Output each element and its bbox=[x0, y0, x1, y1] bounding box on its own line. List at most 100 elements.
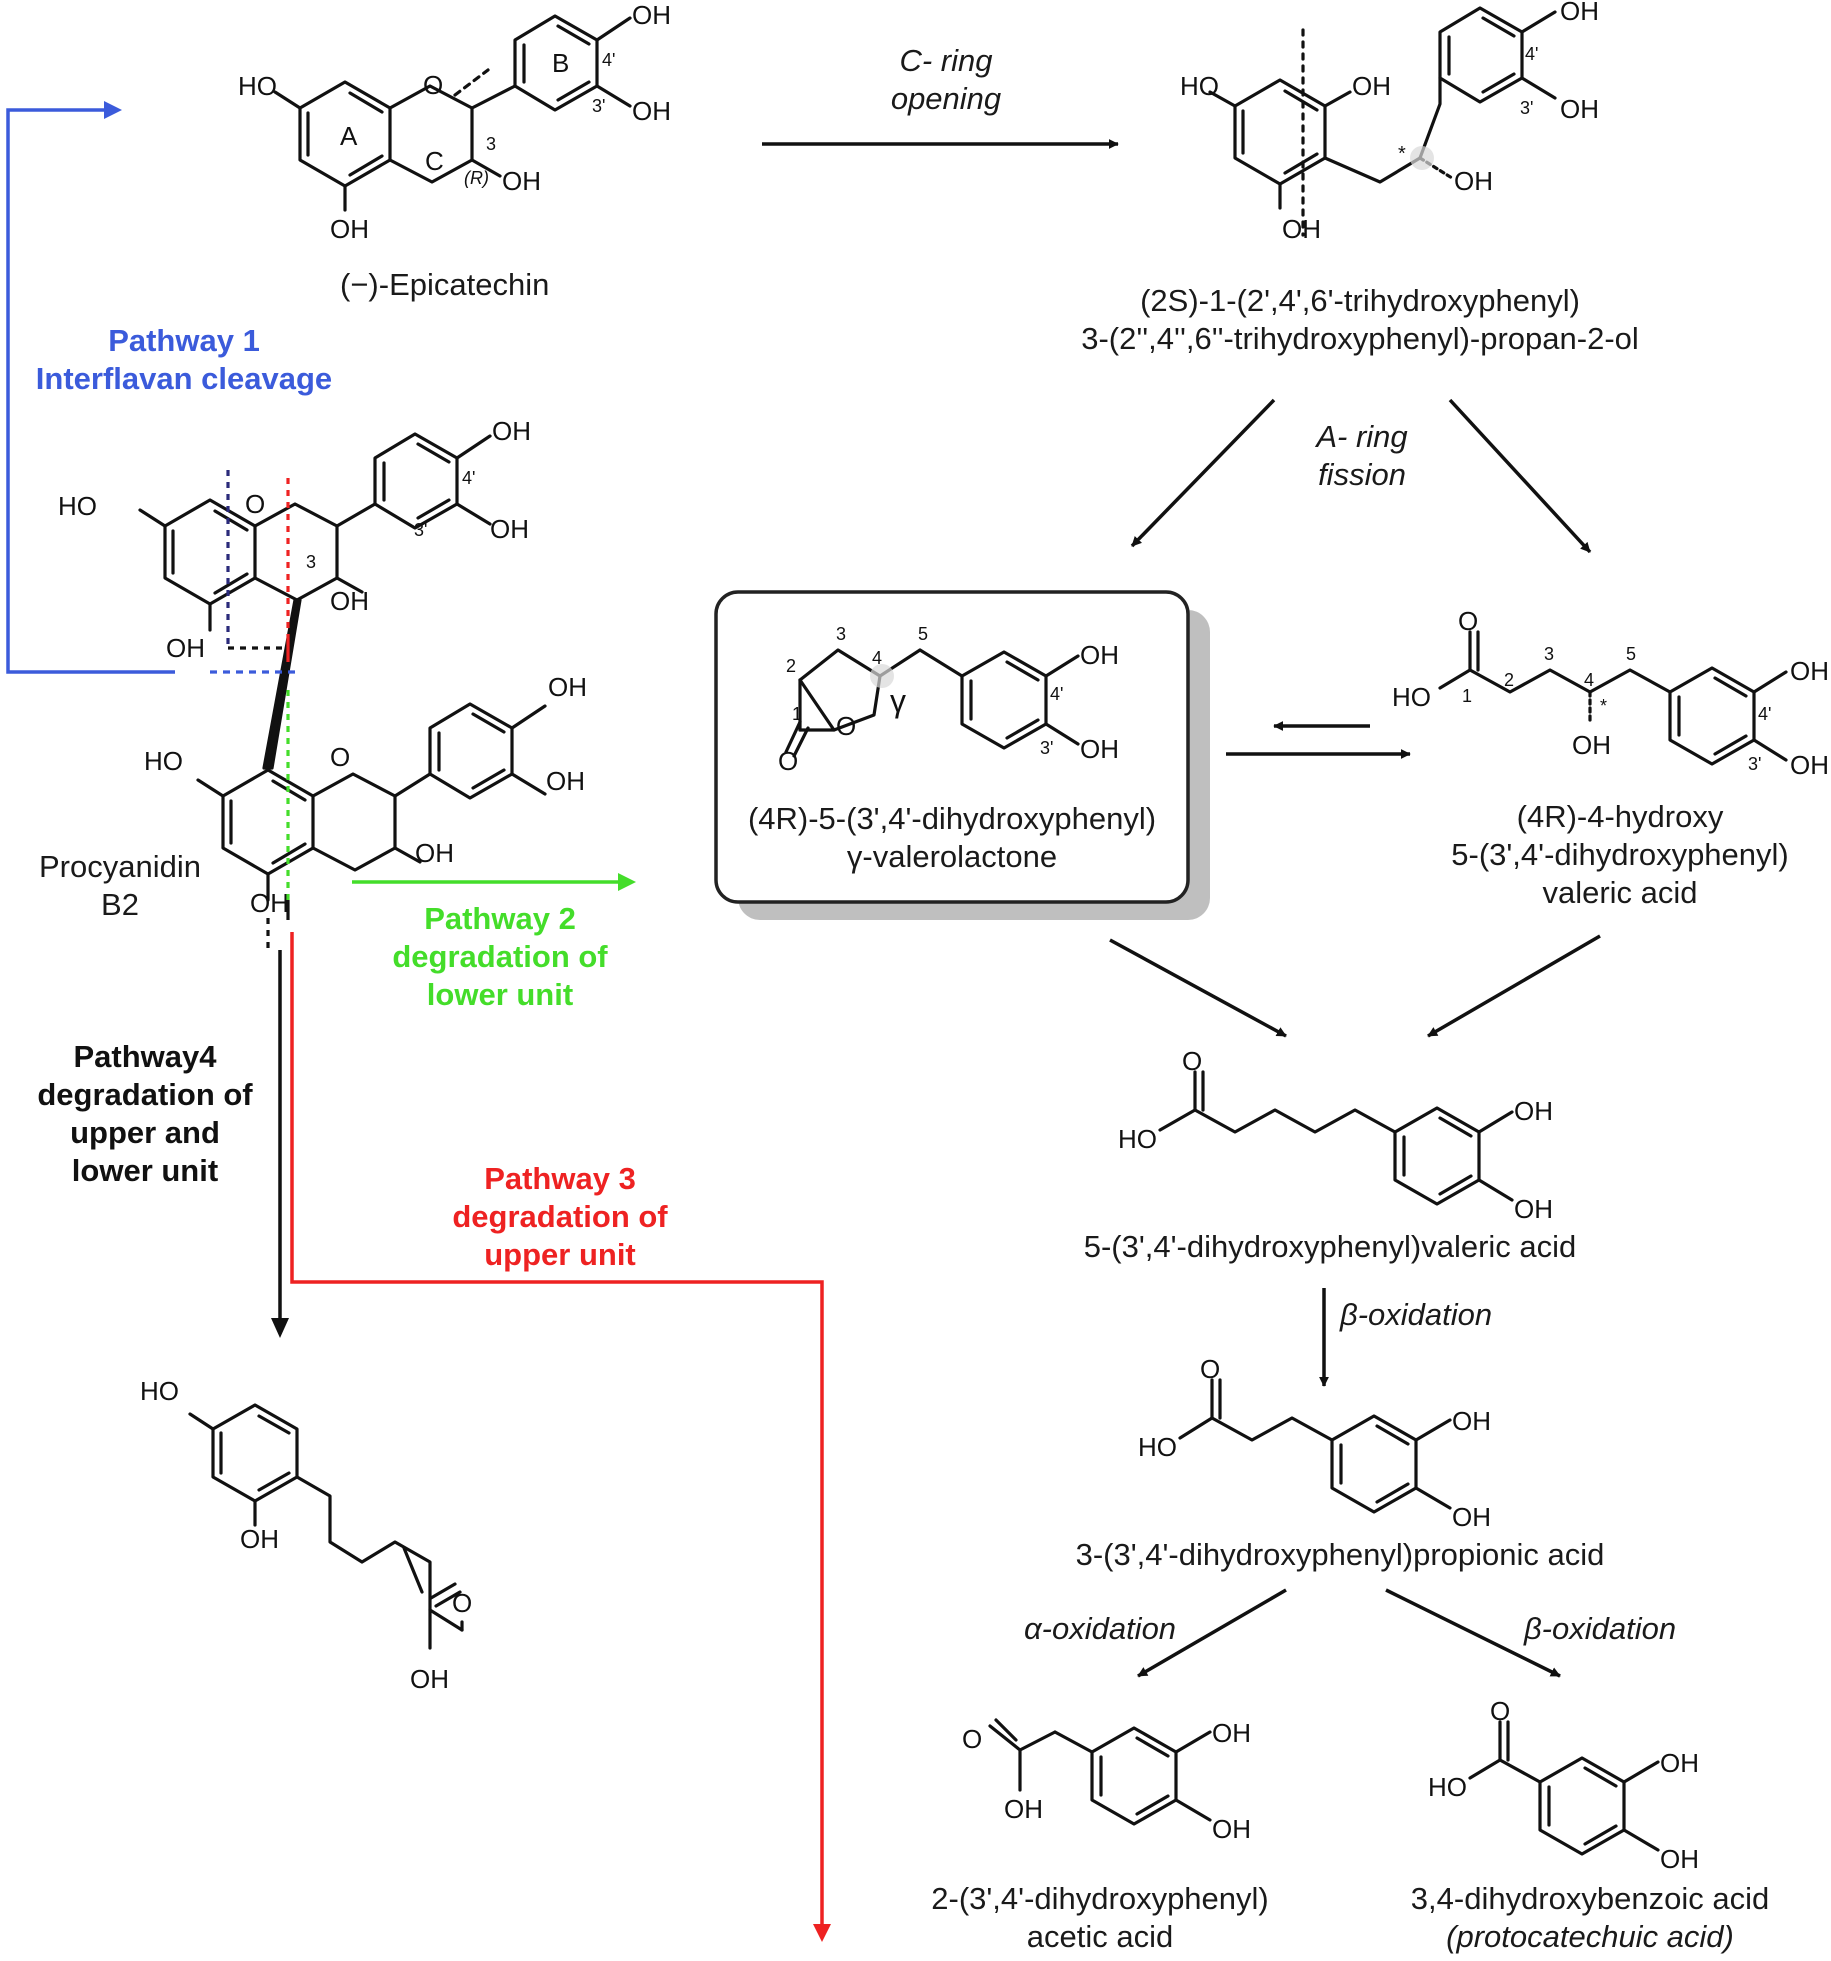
valerolactone-pos-4p: 4' bbox=[1050, 684, 1063, 704]
step-beta-oxidation-2: β-oxidation bbox=[1523, 1611, 1677, 1646]
propanol-labels: HO OH OH OH OH OH 4' 3' * bbox=[1180, 0, 1599, 244]
valeric-ho: HO bbox=[1118, 1124, 1157, 1154]
propanol-pos-4p: 4' bbox=[1525, 44, 1538, 64]
hydroxyvaleric-name-line1: (4R)-4-hydroxy bbox=[1516, 799, 1724, 834]
hydroxyvaleric-oh-4p: OH bbox=[1790, 656, 1829, 686]
epicatechin-ring-a-label: A bbox=[340, 121, 358, 151]
propanol-name-line2: 3-(2'',4'',6''-trihydroxyphenyl)-propan-… bbox=[1081, 321, 1639, 356]
procyanidin-oh-5-upper: OH bbox=[166, 633, 205, 663]
valerolactone-box bbox=[714, 590, 1210, 920]
valeric-name: 5-(3',4'-dihydroxyphenyl)valeric acid bbox=[1083, 1229, 1577, 1264]
propanol-oh-3pp: OH bbox=[1560, 94, 1599, 124]
valerolactone-pos-3p: 3' bbox=[1040, 738, 1053, 758]
benzoic-structure bbox=[1468, 1720, 1660, 1856]
procyanidin-pos-4p-upper: 4' bbox=[462, 468, 475, 488]
procyanidin-oh-3p-lower: OH bbox=[546, 766, 585, 796]
pathway3-label: Pathway 3 degradation of upper unit bbox=[420, 1160, 700, 1274]
step-c-ring-line2: opening bbox=[890, 81, 1002, 116]
pathway1-label-line2: Interflavan cleavage bbox=[35, 361, 333, 396]
epicatechin-o-ring: O bbox=[423, 70, 443, 100]
valerolactone-structure bbox=[784, 648, 1080, 758]
acetic-structure bbox=[988, 1718, 1212, 1826]
arrow-beta-oxidation-2 bbox=[1385, 1588, 1561, 1678]
procyanidin-pos-3p-upper: 3' bbox=[414, 520, 427, 540]
step-a-ring-fission: A- ring fission bbox=[1262, 418, 1462, 494]
valerolactone-labels: O O OH OH γ 1 2 3 4 5 4' 3' bbox=[778, 624, 1119, 776]
valerolactone-n2: 2 bbox=[786, 656, 796, 676]
procyanidin-labels: HO O OH OH OH OH 3 4' 3' HO O OH OH OH O… bbox=[58, 416, 587, 918]
propanol-star: * bbox=[1398, 143, 1406, 165]
valeric-structure bbox=[1158, 1070, 1514, 1206]
epicatechin-pos-3p: 3' bbox=[592, 96, 605, 116]
p4-product-oh: OH bbox=[240, 1524, 279, 1554]
propanol-name: (2S)-1-(2',4',6'-trihydroxyphenyl) 3-(2'… bbox=[1040, 282, 1680, 358]
valeric-oh-b: OH bbox=[1514, 1194, 1553, 1224]
hydroxyvaleric-oh-3p: OH bbox=[1790, 750, 1829, 780]
pathway3-label-line2: degradation of bbox=[452, 1199, 668, 1234]
procyanidin-o-upper: O bbox=[245, 489, 265, 519]
hydroxyvaleric-pos-3p: 3' bbox=[1748, 754, 1761, 774]
acetic-labels: O OH OH OH bbox=[962, 1718, 1251, 1844]
procyanidin-pos-3-upper: 3 bbox=[306, 552, 316, 572]
reaction-arrows bbox=[762, 139, 1601, 1678]
valerolactone-oh-4p: OH bbox=[1080, 640, 1119, 670]
benzoic-ho: HO bbox=[1428, 1772, 1467, 1802]
hydroxyvaleric-name-line2: 5-(3',4'-dihydroxyphenyl) bbox=[1451, 837, 1789, 872]
step-a-ring-line2: fission bbox=[1318, 457, 1406, 492]
hydroxyvaleric-structure bbox=[1438, 630, 1788, 766]
pathway2-arrow bbox=[352, 873, 636, 891]
propionic-oh-b: OH bbox=[1452, 1502, 1491, 1532]
valeric-oh-a: OH bbox=[1514, 1096, 1553, 1126]
pathway3-label-line1: Pathway 3 bbox=[484, 1161, 636, 1196]
valerolactone-name-line1: (4R)-5-(3',4'-dihydroxyphenyl) bbox=[747, 801, 1157, 836]
step-c-ring-opening: C- ring opening bbox=[846, 42, 1046, 118]
procyanidin-o-lower: O bbox=[330, 742, 350, 772]
pathway4-label-line2: degradation of bbox=[37, 1077, 253, 1112]
step-a-ring-line1: A- ring bbox=[1316, 419, 1408, 454]
hydroxyvaleric-name-line3: valeric acid bbox=[1542, 875, 1698, 910]
procyanidin-oh-4p-upper: OH bbox=[492, 416, 531, 446]
valerolactone-n3: 3 bbox=[836, 624, 846, 644]
p4-product-ho: HO bbox=[140, 1376, 179, 1406]
pathway1-arrow bbox=[6, 101, 175, 674]
procyanidin-name-line1: Procyanidin bbox=[39, 849, 201, 884]
propionic-oh-a: OH bbox=[1452, 1406, 1491, 1436]
procyanidin-ho-upper: HO bbox=[58, 491, 97, 521]
epicatechin-oh-5: OH bbox=[330, 214, 369, 244]
propionic-o: O bbox=[1200, 1354, 1220, 1384]
step-alpha-oxidation: α-oxidation bbox=[1023, 1611, 1177, 1646]
hydroxyvaleric-o: O bbox=[1458, 606, 1478, 636]
pathway3-arrow bbox=[290, 932, 831, 1942]
acetic-name: 2-(3',4'-dihydroxyphenyl) acetic acid bbox=[900, 1880, 1300, 1956]
propanol-name-line1: (2S)-1-(2',4',6'-trihydroxyphenyl) bbox=[1140, 283, 1580, 318]
benzoic-name-line2: (protocatechuic acid) bbox=[1446, 1919, 1734, 1954]
acetic-oh-b: OH bbox=[1212, 1814, 1251, 1844]
epicatechin-name: (−)-Epicatechin bbox=[340, 267, 550, 302]
arrow-a-ring-to-lactone bbox=[1130, 398, 1276, 548]
procyanidin-oh-5-lower: OH bbox=[250, 888, 289, 918]
hydroxyvaleric-oh-4: OH bbox=[1572, 730, 1611, 760]
epicatechin-ring-c-label: C bbox=[425, 146, 444, 176]
propanol-ho: HO bbox=[1180, 71, 1219, 101]
pathway4-label-line3: upper and bbox=[70, 1115, 220, 1150]
procyanidin-oh-4p-lower: OH bbox=[548, 672, 587, 702]
arrow-a-ring-to-acid bbox=[1448, 398, 1592, 554]
benzoic-oh-b: OH bbox=[1660, 1844, 1699, 1874]
procyanidin-oh-3-lower: OH bbox=[415, 838, 454, 868]
valerolactone-n5: 5 bbox=[918, 624, 928, 644]
propanol-oh-2p: OH bbox=[1352, 71, 1391, 101]
valerolactone-o-ring: O bbox=[836, 711, 856, 741]
valerolactone-oh-3p: OH bbox=[1080, 734, 1119, 764]
valerolactone-o-carbonyl: O bbox=[778, 746, 798, 776]
acetic-name-line2: acetic acid bbox=[1026, 1919, 1174, 1954]
acetic-oh-a: OH bbox=[1212, 1718, 1251, 1748]
procyanidin-ho-lower: HO bbox=[144, 746, 183, 776]
epicatechin-stereo-r: (R) bbox=[464, 168, 489, 188]
pathway4-label-line4: lower unit bbox=[71, 1153, 219, 1188]
arrow-acid-to-valeric bbox=[1427, 934, 1601, 1038]
propanol-oh-4pp: OH bbox=[1560, 0, 1599, 26]
valerolactone-name: (4R)-5-(3',4'-dihydroxyphenyl) γ-valerol… bbox=[716, 800, 1188, 876]
epicatechin-oh-3p: OH bbox=[632, 96, 671, 126]
pathway2-label: Pathway 2 degradation of lower unit bbox=[360, 900, 640, 1014]
valerolactone-name-line2: γ-valerolactone bbox=[846, 839, 1058, 874]
